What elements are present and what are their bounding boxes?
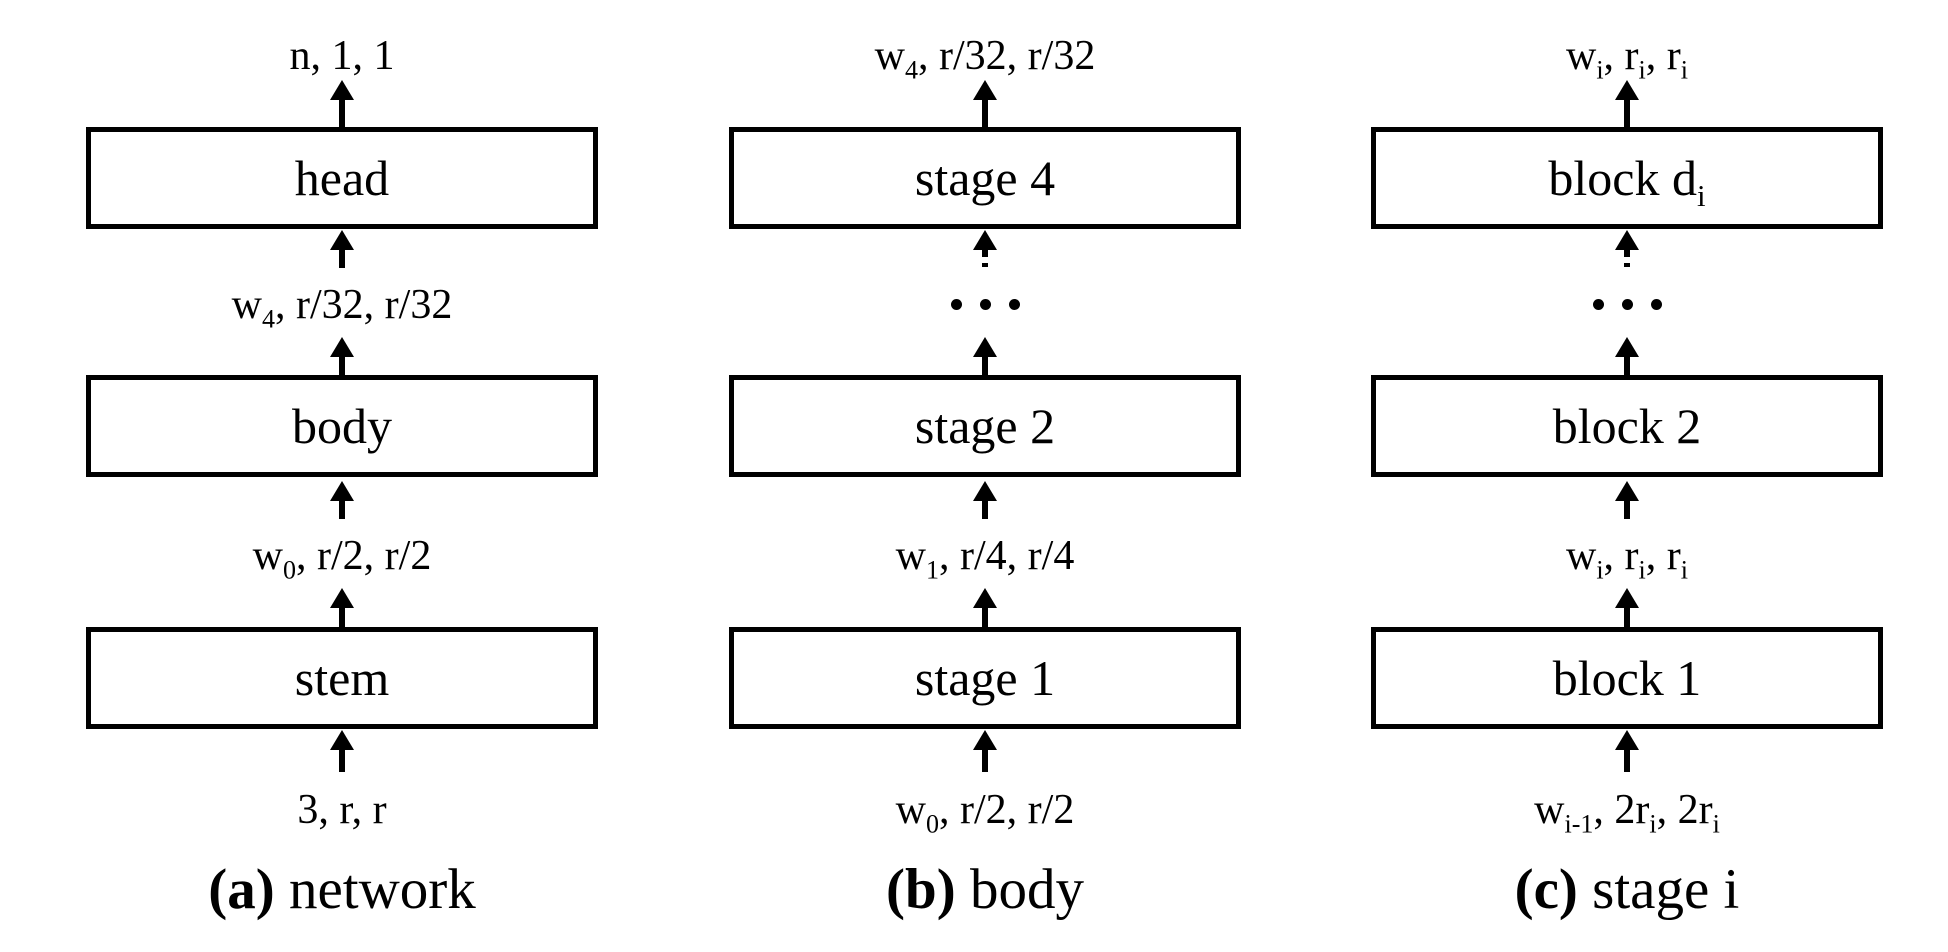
output-dims-label: n, 1, 1 [289,33,395,79]
arrowhead-icon [1615,588,1639,608]
arrow-tail [1624,608,1630,629]
arrow-up-icon [972,337,998,377]
stem-box: stem [86,627,598,729]
arrow-tail [982,357,988,377]
block-1-box-label: block 1 [1552,650,1702,706]
input-dims-label: 3, r, r [297,787,387,833]
stage-1-box-label: stage 1 [914,650,1056,706]
arrow-tail [339,357,345,377]
arrowhead-icon [330,80,354,100]
arrow-up-icon [1614,337,1640,377]
head-box-label: head [294,150,390,206]
output-dims-label: w4, r/32, r/32 [874,33,1096,85]
block-di-box: block di [1371,127,1883,229]
arrow-tail [1624,100,1630,127]
arrow-up-icon [972,588,998,629]
arrowhead-icon [330,730,354,750]
arrow-up-icon [1614,481,1640,519]
mid-dims-label-lower: w1, r/4, r/4 [895,533,1075,585]
input-dims-label: w0, r/2, r/2 [895,787,1075,839]
arrowhead-icon [973,337,997,357]
arrowhead-icon [1615,80,1639,100]
arrowhead-icon [973,730,997,750]
stage-2-box: stage 2 [729,375,1241,477]
stage-4-box-label: stage 4 [914,150,1056,206]
arrow-tail [982,608,988,629]
block-di-box-label: block di [1548,150,1706,213]
arrow-up-icon [329,337,355,377]
stage-4-box: stage 4 [729,127,1241,229]
body-box: body [86,375,598,477]
arrowhead-icon [973,230,997,250]
arrow-tail [339,750,345,772]
block-1-box: block 1 [1371,627,1883,729]
arrow-up-dashed-icon [972,230,998,267]
arrowhead-icon [973,80,997,100]
subfigure-caption-b: (b) body [886,858,1084,921]
arrowhead-icon [1615,481,1639,501]
arrowhead-icon [1615,730,1639,750]
arrow-tail [339,608,345,629]
ellipsis-icon [1371,299,1883,310]
stage-2-box-label: stage 2 [914,398,1056,454]
column-b-body: w4, r/32, r/32 stage 4 stage 2 w1, r/4, … [729,0,1241,952]
arrowhead-icon [973,588,997,608]
block-2-box: block 2 [1371,375,1883,477]
stem-box-label: stem [294,650,390,706]
stage-1-box: stage 1 [729,627,1241,729]
ellipsis-icon [729,299,1241,310]
arrow-up-dashed-icon [1614,230,1640,267]
mid-dims-label-lower: w0, r/2, r/2 [252,533,432,585]
arrow-tail [339,501,345,519]
arrow-tail [982,501,988,519]
arrow-up-icon [329,730,355,772]
mid-dims-label-upper: w4, r/32, r/32 [231,282,453,334]
arrow-up-icon [329,80,355,127]
dot [979,299,991,310]
arrowhead-icon [330,230,354,250]
arrow-up-icon [329,588,355,629]
body-box-label: body [292,398,392,454]
arrowhead-icon [330,588,354,608]
arrow-up-icon [1614,80,1640,127]
arrow-tail [1624,501,1630,519]
arrowhead-icon [330,481,354,501]
dot [1621,299,1633,310]
arrow-tail [1624,750,1630,772]
head-box: head [86,127,598,229]
arrow-up-icon [972,80,998,127]
arrow-up-icon [329,481,355,519]
arrowhead-icon [973,481,997,501]
column-c-stage-i: wi, ri, ri block di block 2 wi, ri, ri b… [1371,0,1883,952]
arrow-up-icon [972,481,998,519]
arrow-tail [982,100,988,127]
dot [1650,299,1662,310]
arrow-tail [1624,357,1630,377]
subfigure-caption-a: (a) network [208,858,476,921]
dot [1008,299,1020,310]
dot [1592,299,1604,310]
arrow-tail [339,250,345,268]
output-dims-label: wi, ri, ri [1565,33,1689,85]
arrow-up-icon [329,230,355,268]
dot [950,299,962,310]
arrow-tail [339,100,345,127]
arrow-dashed-tail [982,250,988,267]
arrowhead-icon [1615,337,1639,357]
column-a-network: n, 1, 1 head w4, r/32, r/32 body w0, r/2… [86,0,598,952]
arrow-up-icon [1614,588,1640,629]
arrowhead-icon [1615,230,1639,250]
subfigure-caption-c: (c) stage i [1514,858,1740,921]
arrow-dashed-tail [1624,250,1630,267]
arrowhead-icon [330,337,354,357]
mid-dims-label-lower: wi, ri, ri [1565,533,1689,585]
arrow-tail [982,750,988,772]
block-2-box-label: block 2 [1552,398,1702,454]
input-dims-label: wi-1, 2ri, 2ri [1534,787,1720,839]
arrow-up-icon [972,730,998,772]
arrow-up-icon [1614,730,1640,772]
